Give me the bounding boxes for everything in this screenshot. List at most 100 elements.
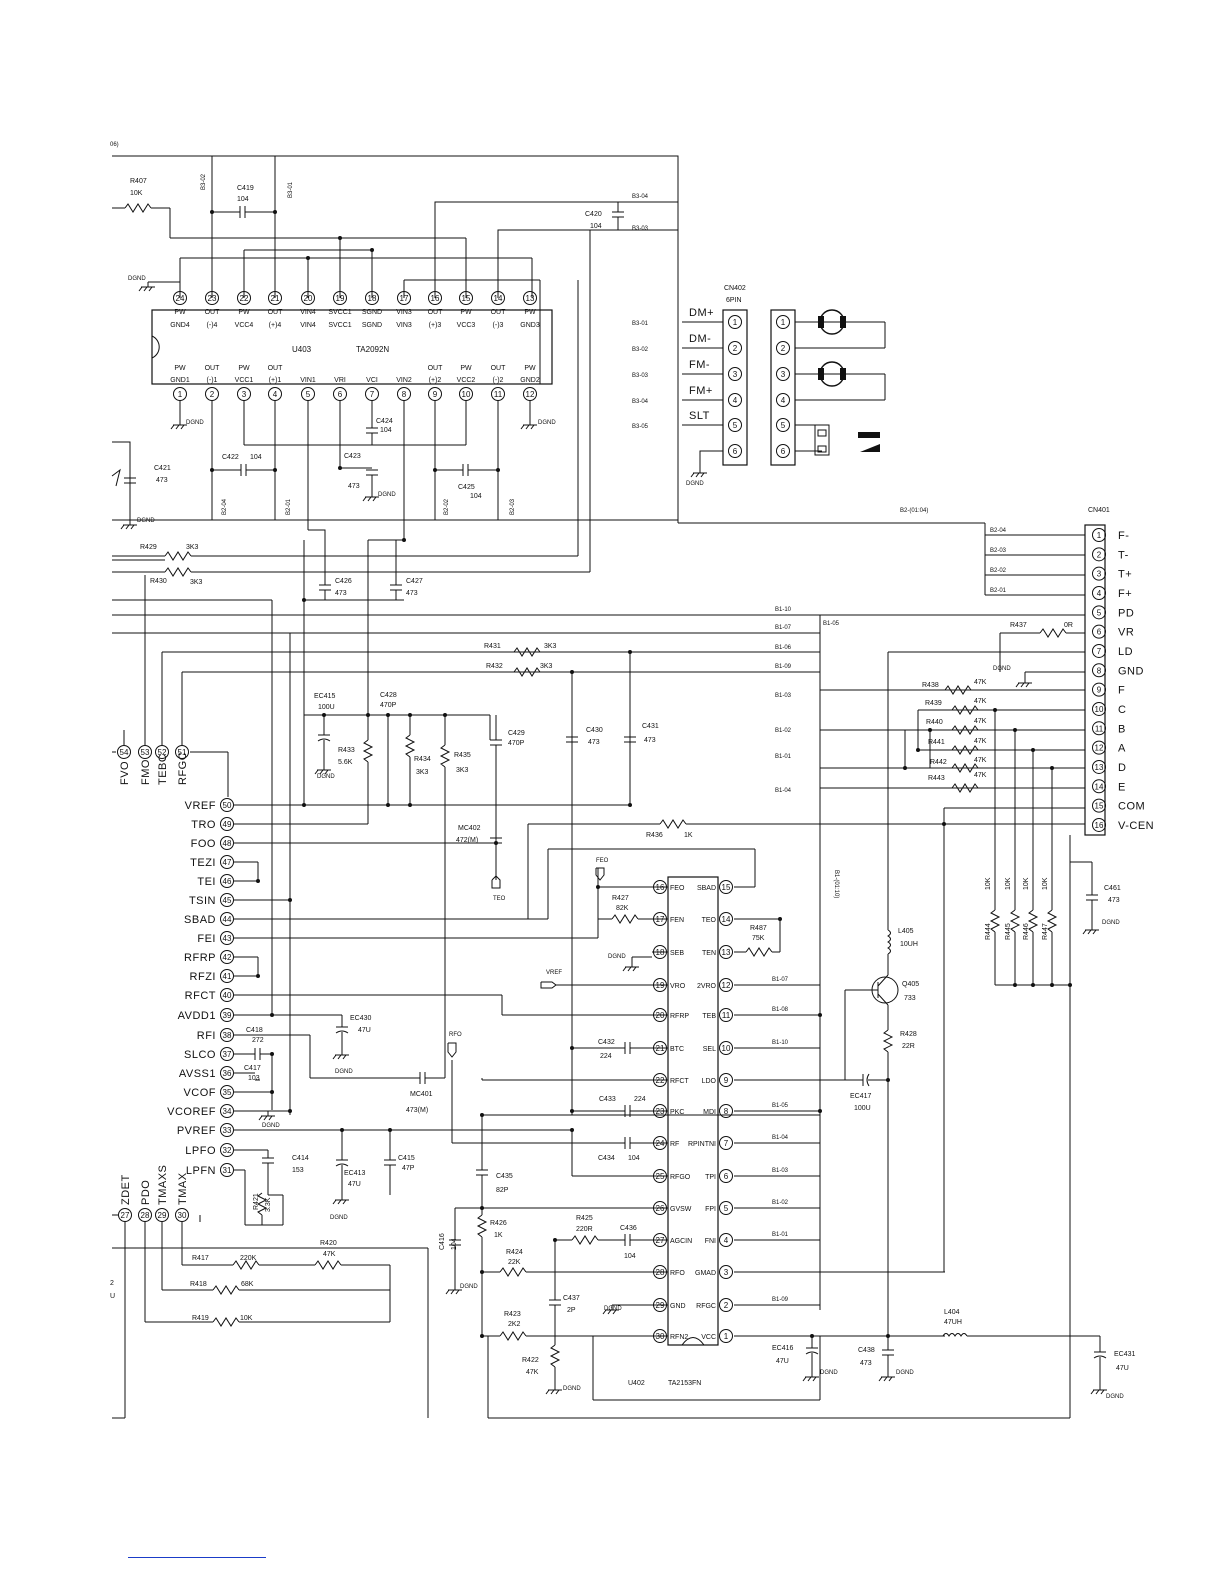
component-c434-value: 104 <box>628 1155 640 1162</box>
side-label: U <box>110 1293 115 1300</box>
cn402-connector: CN4026PIN1DM+B3-012DM-B3-023FM-B3-034FM+… <box>632 285 790 487</box>
component-r419-ref: R419 <box>192 1315 209 1322</box>
u403-pin-19 <box>333 291 347 305</box>
pin-number: 41 <box>223 972 232 981</box>
dsp-pin-label: RFRP <box>184 952 216 964</box>
pin-number: 5 <box>1097 608 1102 617</box>
component-c426-ref: C426 <box>335 578 352 585</box>
pin-number: 2 <box>733 344 738 353</box>
net-label: B3-02 <box>632 347 649 353</box>
pin-number: 1 <box>724 1332 729 1341</box>
u403-pin-5 <box>301 387 315 401</box>
component-r446-ref: R446 <box>1023 923 1030 940</box>
junction-dot <box>1050 766 1054 770</box>
motor-icons <box>818 309 846 387</box>
component-r422-ref: R422 <box>522 1357 539 1364</box>
ic-notch <box>151 335 160 359</box>
component-l405-value: 10UH <box>900 941 918 948</box>
dsp-pin-39 <box>220 1008 234 1022</box>
u402-pin-4 <box>719 1233 733 1247</box>
u403-pin-11 <box>491 387 505 401</box>
dsp-pin-label: LPFN <box>186 1165 216 1177</box>
dsp-pin-label: RFI <box>197 1030 216 1042</box>
junction-dot <box>1068 983 1072 987</box>
cn401-pin-13 <box>1092 759 1106 774</box>
net-label: B2-02 <box>990 568 1007 574</box>
pin-number: 19 <box>656 981 665 990</box>
junction-dot <box>810 1334 814 1338</box>
component-r435-value: 3K3 <box>456 767 469 774</box>
u402-pin-label: GMAD <box>695 1270 716 1277</box>
u403-pin-label: VCC4 <box>235 322 254 329</box>
dsp-pin-label: TEI <box>197 876 216 888</box>
pin-number: 32 <box>223 1146 232 1155</box>
u402-pin-label: RFGO <box>670 1174 691 1181</box>
u402-pin-24 <box>653 1136 667 1150</box>
component-r435-ref: R435 <box>454 752 471 759</box>
component-c437-ref: C437 <box>563 1295 580 1302</box>
cn401-pin-label: D <box>1118 762 1126 774</box>
u403-pin-label: OUT <box>428 309 444 316</box>
component-r420-value: 47K <box>323 1251 336 1258</box>
pin-number: 33 <box>223 1126 232 1135</box>
component-c420-ref: C420 <box>585 211 602 218</box>
u402-pin-label: FEO <box>670 885 685 892</box>
component-r431-ref: R431 <box>484 643 501 650</box>
dsp-pin-label: RFZI <box>190 971 216 983</box>
dsp-pin-27 <box>118 1208 132 1222</box>
u403-pin-label: VIN2 <box>396 377 412 384</box>
net-label: B1-01 <box>772 1232 789 1238</box>
dsp-pin-label: AVDD1 <box>178 1010 216 1022</box>
net-label: B1-01 <box>775 754 792 760</box>
cn402-mate-pin-4 <box>776 393 790 407</box>
pin-number: 26 <box>656 1204 665 1213</box>
junction-dot <box>210 210 214 214</box>
u402-pin-label: GND <box>670 1303 686 1310</box>
pin-number: 2 <box>1097 550 1102 559</box>
junction-dot <box>256 879 260 883</box>
u403-pin-label: VIN3 <box>396 309 412 316</box>
pin-number: 5 <box>733 421 738 430</box>
pin-number: 11 <box>1095 724 1104 733</box>
u402-pin-27 <box>653 1233 667 1247</box>
component-c414-ref: C414 <box>292 1155 309 1162</box>
u402-pin-5 <box>719 1201 733 1215</box>
u403-pin-label: (-)3 <box>493 322 504 329</box>
u403-pin-24 <box>173 291 187 305</box>
pin-number: 12 <box>526 390 535 399</box>
component-ec413-value: 47U <box>348 1181 361 1188</box>
u403-pin-label: GND1 <box>170 377 190 384</box>
pin-number: 44 <box>223 915 232 924</box>
u402-pin-19 <box>653 978 667 992</box>
u402-pin-label: RFN2 <box>670 1334 688 1341</box>
junction-dot <box>256 974 260 978</box>
net-label: B2-04 <box>222 498 228 515</box>
limit-switch-icon <box>814 424 880 456</box>
component-r436-ref: R436 <box>646 832 663 839</box>
junction-dot <box>443 713 447 717</box>
gnd-label: DGND <box>262 1123 280 1129</box>
junction-dot <box>288 1109 292 1113</box>
pin-number: 45 <box>223 896 232 905</box>
pin-number: 2 <box>781 344 786 353</box>
gnd-label: DGND <box>1106 1394 1124 1400</box>
junction-dot <box>302 803 306 807</box>
u403-pin-label: VIN3 <box>396 322 412 329</box>
component-q405-ref: Q405 <box>902 981 919 988</box>
component-c423-value: 473 <box>348 483 360 490</box>
component-r418-value: 68K <box>241 1281 254 1288</box>
component-r447-value: 10K <box>1042 877 1049 890</box>
dsp-pin-35 <box>220 1085 234 1099</box>
cn402-pin-label: SLT <box>689 410 710 422</box>
u402-pin-label: BTC <box>670 1046 684 1053</box>
pin-number: 43 <box>223 934 232 943</box>
u403-pin-label: VIN4 <box>300 322 316 329</box>
pin-number: 4 <box>273 390 278 399</box>
u402-ref: U402 <box>628 1380 645 1387</box>
dsp-pin-33 <box>220 1123 234 1137</box>
pin-number: 6 <box>1097 628 1102 637</box>
component-ec415-value: 100U <box>318 704 335 711</box>
component-c420-value: 104 <box>590 223 602 230</box>
